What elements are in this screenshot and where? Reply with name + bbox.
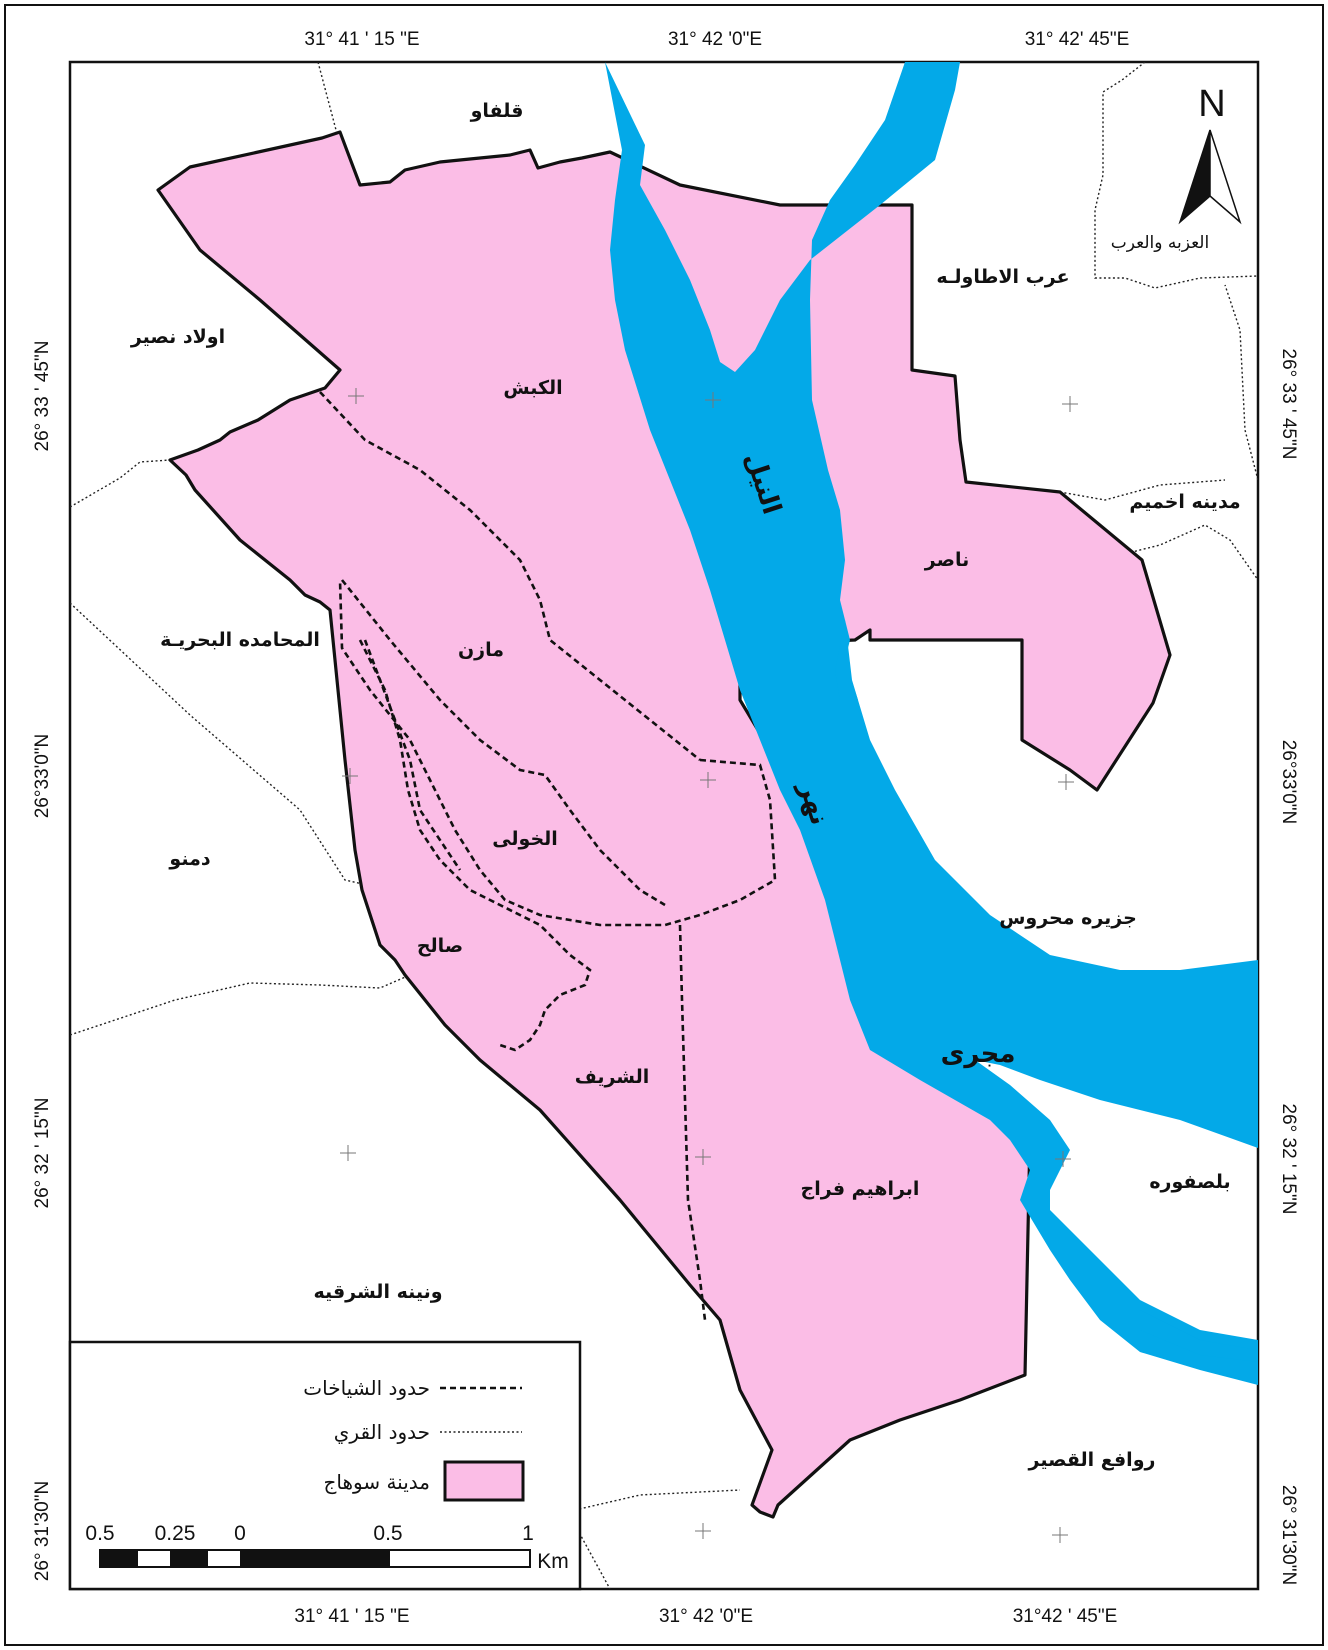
coord-left-2: 26°33'0"N — [32, 734, 53, 819]
coord-top-2: 31° 42 '0"E — [668, 29, 762, 50]
label-mazen: مازن — [458, 639, 504, 661]
coord-left-4: 26° 31'30"N — [32, 1481, 53, 1581]
label-majra: مجرى — [941, 1039, 1016, 1069]
scale-tick-1: 0.5 — [85, 1522, 114, 1545]
label-ibrahim-faraj: ابراهيم فراج — [801, 1178, 920, 1200]
scale-tick-5: 1 — [522, 1522, 534, 1545]
village-boundaries — [70, 62, 1258, 1589]
legend-city-label: مدينة سوهاج — [323, 1470, 430, 1494]
scale-tick-2: 0.25 — [155, 1522, 196, 1545]
coord-bottom-3: 31°42 ' 45"E — [1013, 1606, 1118, 1627]
scale-tick-3: 0 — [234, 1522, 246, 1545]
label-azba-arab: العزبه والعرب — [1111, 233, 1209, 253]
label-rawafe: روافع القصير — [1028, 1449, 1156, 1471]
label-akhmim: مدينه اخميم — [1129, 491, 1240, 513]
label-mahamda: المحامده البحريـة — [160, 629, 320, 651]
coord-right-1: 26° 33 ' 45"N — [1278, 349, 1299, 460]
label-al-kabsh: الكبش — [503, 377, 562, 399]
coord-top-3: 31° 42' 45"E — [1025, 29, 1130, 50]
label-arab-atawla: عرب الاطاولـه — [936, 266, 1069, 288]
coord-right-3: 26° 32 ' 15"N — [1278, 1104, 1299, 1215]
river-channel-east — [1140, 1310, 1258, 1362]
coord-right-2: 26°33'0"N — [1278, 740, 1299, 825]
north-letter: N — [1198, 83, 1225, 125]
scale-unit: Km — [537, 1550, 569, 1573]
coord-left-3: 26° 32 ' 15"N — [32, 1098, 53, 1209]
scale-bar: 0.5 0.25 0 0.5 1 Km — [85, 1522, 568, 1573]
label-nasser: ناصر — [924, 549, 969, 571]
coord-bottom-1: 31° 41 ' 15 "E — [294, 1606, 409, 1627]
shiakha-boundaries — [319, 391, 777, 1321]
grid-crosses — [340, 388, 1078, 1543]
legend-shiakha-label: حدود الشياخات — [303, 1376, 430, 1400]
scale-tick-4: 0.5 — [373, 1522, 402, 1545]
legend-city-swatch — [443, 1460, 525, 1502]
coord-bottom-2: 31° 42 '0"E — [659, 1606, 753, 1627]
label-damnu: دمنو — [168, 848, 210, 870]
legend-villages-label: حدود القري — [334, 1420, 430, 1445]
label-aulad-naseer: اولاد نصير — [130, 326, 225, 348]
label-balasfura: بلصفوره — [1149, 1171, 1230, 1193]
label-wanina: ونينه الشرقيه — [313, 1281, 442, 1303]
legend: حدود الشياخات حدود القري مدينة سوهاج — [68, 1340, 582, 1591]
label-mahrous: جزيره محروس — [999, 907, 1137, 929]
coord-left-1: 26° 33 ' 45"N — [32, 341, 53, 452]
label-saleh: صالح — [417, 935, 463, 957]
river-channel-north — [835, 620, 858, 700]
label-khawli: الخولى — [492, 828, 558, 850]
north-arrow-icon: N — [1178, 83, 1242, 225]
label-sharif: الشريف — [575, 1066, 650, 1088]
label-qalfaw: قلفاو — [470, 100, 524, 122]
coord-right-4: 26° 31'30"N — [1278, 1485, 1299, 1585]
nile-river — [605, 62, 1258, 1385]
coord-top-1: 31° 41 ' 15 "E — [304, 29, 419, 50]
